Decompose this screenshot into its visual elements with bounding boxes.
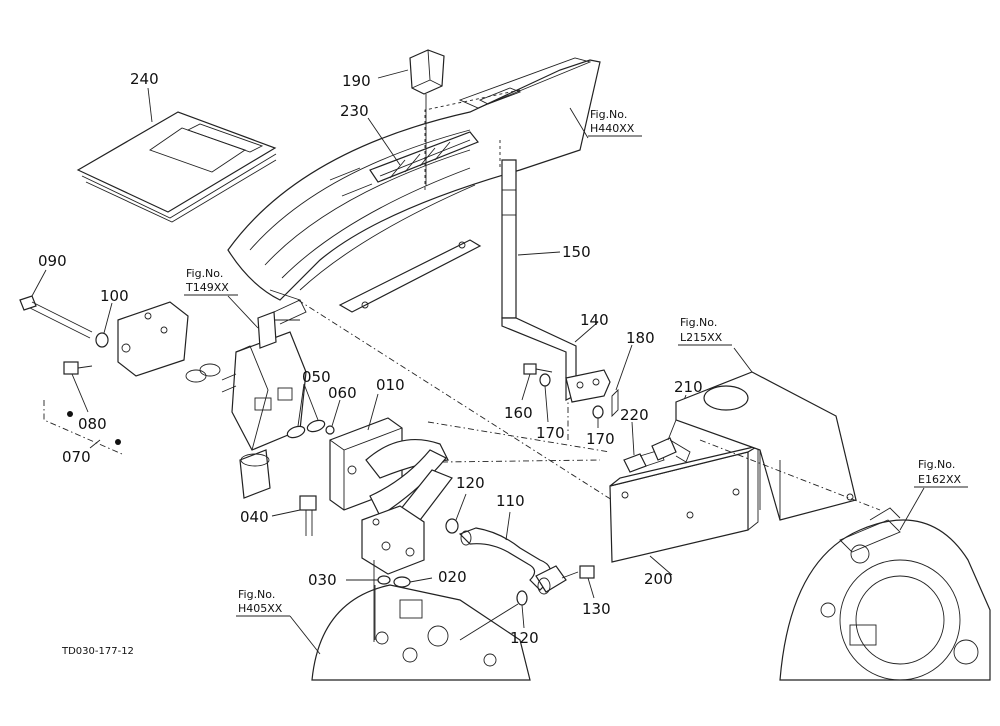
- label-170-a: 170: [536, 424, 565, 442]
- ref-e162xx: Fig.No. E162XX: [914, 458, 968, 488]
- svg-text:L215XX: L215XX: [680, 331, 723, 344]
- label-150: 150: [562, 243, 591, 261]
- part-140-lever: [501, 317, 611, 403]
- part-050-orings: [286, 383, 326, 439]
- label-170-b: 170: [586, 430, 615, 448]
- centerline-5: [441, 459, 601, 463]
- label-210: 210: [674, 378, 703, 396]
- label-030: 030: [308, 571, 337, 589]
- part-170-washer-a: [539, 373, 551, 423]
- ref-h405xx: Fig.No. H405XX: [236, 588, 290, 617]
- flange-block: [361, 505, 425, 642]
- label-020: 020: [438, 568, 467, 586]
- label-140: 140: [580, 311, 609, 329]
- part-220-fitting: [623, 421, 665, 473]
- leader-h440: [569, 107, 589, 139]
- label-060: 060: [328, 384, 357, 402]
- label-180: 180: [626, 329, 655, 347]
- part-080-bolt: [63, 361, 93, 413]
- part-190-knob: [377, 49, 445, 186]
- part-160-bolt: [521, 363, 553, 401]
- label-120-b: 120: [510, 629, 539, 647]
- hose-end-fitting: [535, 565, 567, 595]
- label-230: 230: [340, 102, 369, 120]
- svg-text:Fig.No.: Fig.No.: [918, 458, 955, 471]
- part-200-block: [609, 445, 759, 576]
- leader-l215: [733, 347, 753, 373]
- centerline-4: [699, 439, 881, 511]
- ref-l215xx: Fig.No. L215XX: [678, 316, 732, 346]
- svg-text:H405XX: H405XX: [238, 602, 283, 615]
- svg-text:H440XX: H440XX: [590, 122, 635, 135]
- label-120-a: 120: [456, 474, 485, 492]
- ref-t149xx: Fig.No. T149XX: [184, 267, 238, 296]
- part-070-kit: [43, 400, 123, 455]
- part-120-oring-b: [459, 590, 528, 641]
- bracket-l215: [675, 371, 857, 521]
- label-050: 050: [302, 368, 331, 386]
- part-090-bolt: [19, 269, 93, 339]
- part-010-pipe-block: [329, 393, 453, 529]
- mounting-plate: [117, 301, 189, 377]
- part-100-washer: [95, 302, 113, 348]
- svg-text:Fig.No.: Fig.No.: [238, 588, 275, 601]
- label-010: 010: [376, 376, 405, 394]
- label-160: 160: [504, 404, 533, 422]
- label-080: 080: [78, 415, 107, 433]
- label-240: 240: [130, 70, 159, 88]
- svg-text:Fig.No.: Fig.No.: [680, 316, 717, 329]
- label-040: 040: [240, 508, 269, 526]
- svg-text:Fig.No.: Fig.No.: [186, 267, 223, 280]
- part-040-bolt: [271, 495, 317, 536]
- part-120-oring-a: [445, 493, 467, 534]
- label-220: 220: [620, 406, 649, 424]
- drawing-code: TD030-177-12: [61, 646, 134, 657]
- part-060-oring: [325, 399, 341, 435]
- centerline-2: [427, 421, 611, 453]
- part-170-washer-b: [592, 405, 604, 428]
- svg-text:T149XX: T149XX: [185, 281, 229, 294]
- leader-230: [367, 117, 401, 166]
- label-200: 200: [644, 570, 673, 588]
- svg-text:E162XX: E162XX: [918, 473, 961, 486]
- label-190: 190: [342, 72, 371, 90]
- part-240-manual: [76, 87, 277, 223]
- label-130: 130: [582, 600, 611, 618]
- part-150-rod: [501, 159, 561, 319]
- label-070: 070: [62, 448, 91, 466]
- leader-e162: [899, 487, 925, 531]
- part-030-oring: [346, 575, 391, 585]
- label-090: 090: [38, 252, 67, 270]
- leader-h405: [289, 615, 321, 655]
- part-110-hose: [458, 511, 552, 591]
- housing-h405: [311, 584, 531, 681]
- part-180-pin: [611, 344, 633, 418]
- part-020-oring: [393, 576, 433, 588]
- ref-h440xx: Fig.No. H440XX: [588, 108, 642, 137]
- label-100: 100: [100, 287, 129, 305]
- part-130-bolt: [561, 565, 595, 599]
- control-valve-t149: [185, 295, 307, 499]
- engine-e162: [779, 507, 991, 681]
- label-110: 110: [496, 492, 525, 510]
- fender-console: [227, 57, 601, 321]
- svg-text:Fig.No.: Fig.No.: [590, 108, 627, 121]
